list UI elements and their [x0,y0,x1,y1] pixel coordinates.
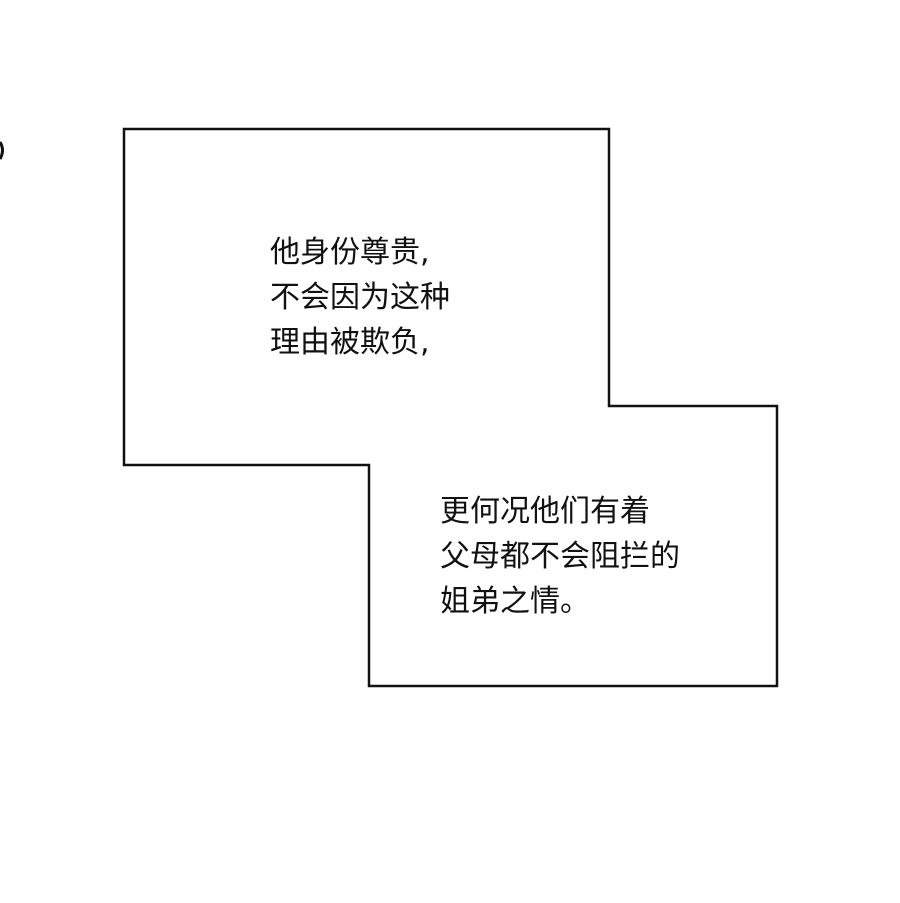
text-line: 他身份尊贵, [270,235,430,270]
text-line: 姐弟之情。 [440,584,590,619]
text-line: 理由被欺负, [270,325,430,360]
edge-artifact [0,141,4,160]
narration-text-2: 更何况他们有着 父母都不会阻拦的 姐弟之情。 [440,489,680,624]
text-line: 不会因为这种 [270,280,450,315]
text-line: 更何况他们有着 [440,494,650,529]
text-line: 父母都不会阻拦的 [440,539,680,574]
stepped-text-box [122,127,779,688]
narration-text-1: 他身份尊贵, 不会因为这种 理由被欺负, [270,230,450,365]
